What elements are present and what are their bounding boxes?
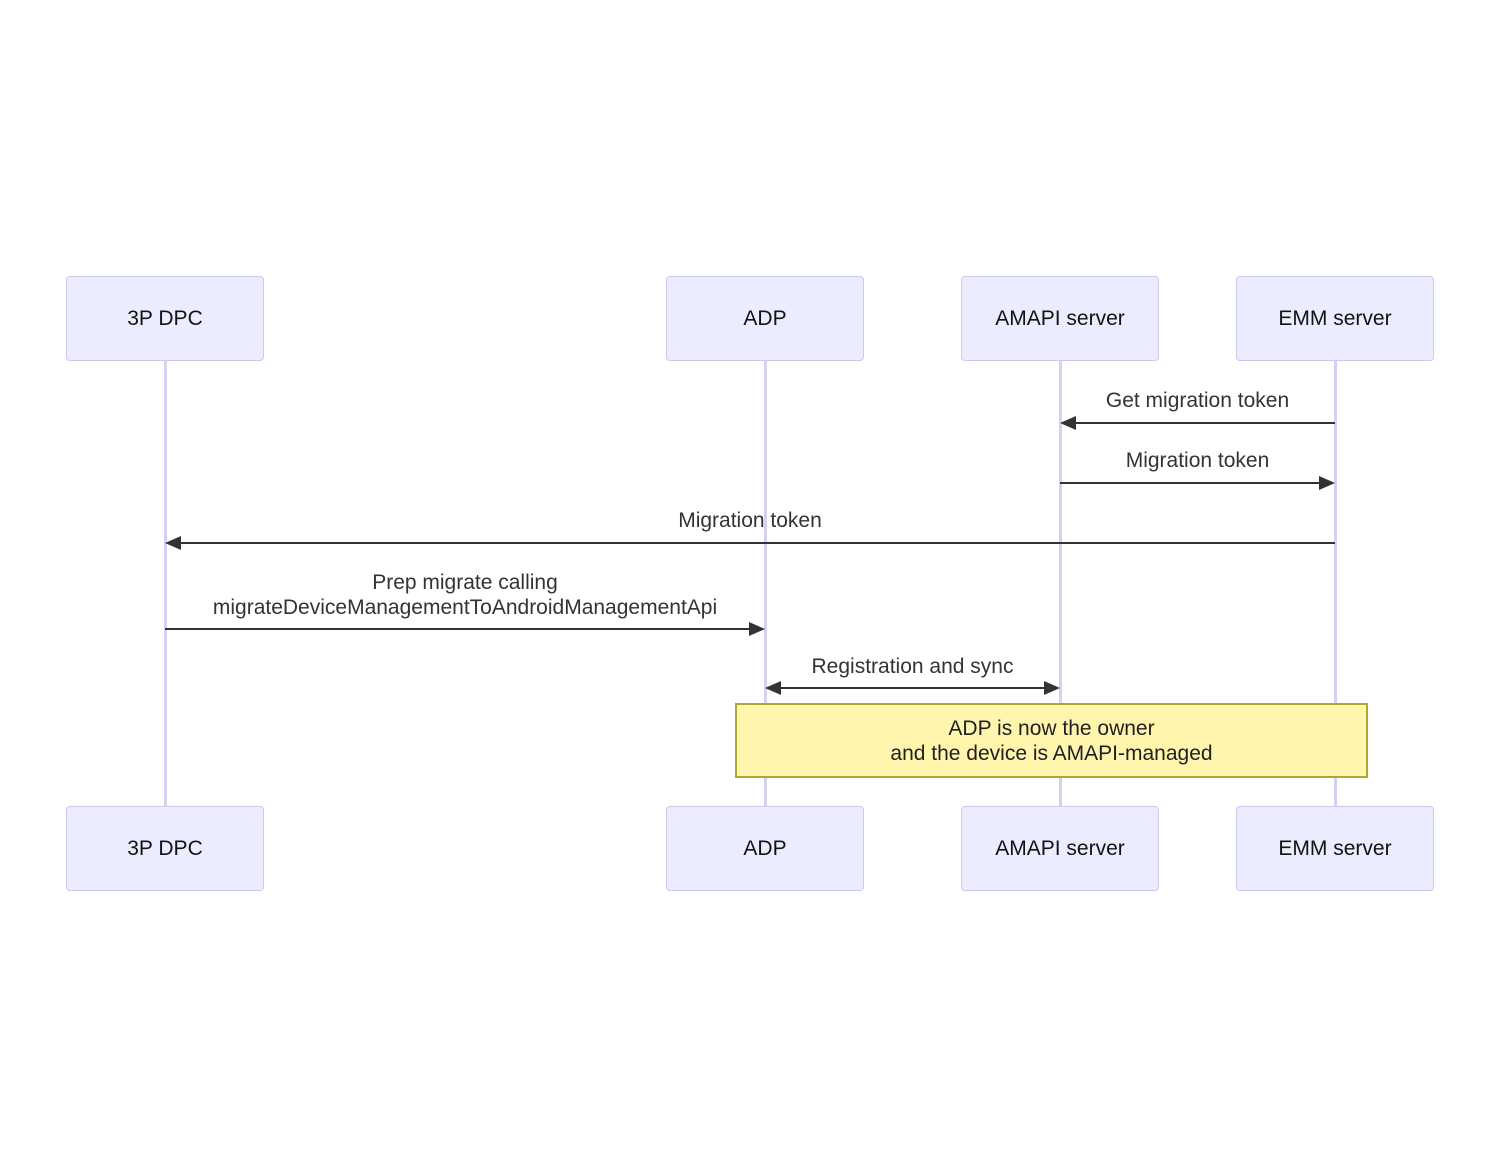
actor-bottom-3p-dpc: 3P DPC <box>66 806 264 891</box>
actor-label: EMM server <box>1278 836 1392 860</box>
message-label-line1: Prep migrate calling <box>372 571 558 594</box>
message-label: Migration token <box>1125 449 1270 472</box>
message-label: Prep migrate calling migrateDeviceManage… <box>165 570 765 620</box>
message-label-line2: migrateDeviceManagementToAndroidManageme… <box>212 596 718 619</box>
arrowhead-right <box>1044 681 1060 695</box>
message-arrow <box>165 628 751 630</box>
lifeline-amapi-server <box>1058 360 1062 807</box>
note-adp-owner: ADP is now the owner and the device is A… <box>735 703 1368 778</box>
actor-bottom-adp: ADP <box>666 806 864 891</box>
actor-bottom-emm-server: EMM server <box>1236 806 1434 891</box>
message-label: Migration token <box>678 509 822 532</box>
actor-label: ADP <box>743 836 787 860</box>
arrowhead-left <box>165 536 181 550</box>
message-label: Registration and sync <box>811 655 1014 678</box>
lifeline-adp <box>763 360 767 807</box>
actor-top-adp: ADP <box>666 276 864 361</box>
lifeline-emm-server <box>1333 360 1337 807</box>
arrowhead-right <box>1319 476 1335 490</box>
actor-label: 3P DPC <box>127 306 203 330</box>
actor-bottom-amapi-server: AMAPI server <box>961 806 1159 891</box>
message-arrow <box>179 542 1335 544</box>
actor-top-emm-server: EMM server <box>1236 276 1434 361</box>
message-arrow <box>1074 422 1335 424</box>
actor-label: 3P DPC <box>127 836 203 860</box>
actor-label: AMAPI server <box>995 836 1125 860</box>
actor-top-amapi-server: AMAPI server <box>961 276 1159 361</box>
actor-label: ADP <box>743 306 787 330</box>
lifeline-3p-dpc <box>163 360 167 807</box>
actor-top-3p-dpc: 3P DPC <box>66 276 264 361</box>
arrowhead-right <box>749 622 765 636</box>
arrowhead-left <box>1060 416 1076 430</box>
actor-label: AMAPI server <box>995 306 1125 330</box>
actor-label: EMM server <box>1278 306 1392 330</box>
message-arrow <box>779 687 1046 689</box>
note-line2: and the device is AMAPI-managed <box>890 741 1213 765</box>
message-label: Get migration token <box>1105 389 1290 412</box>
note-line1: ADP is now the owner <box>948 716 1155 740</box>
arrowhead-left <box>765 681 781 695</box>
message-arrow <box>1060 482 1320 484</box>
